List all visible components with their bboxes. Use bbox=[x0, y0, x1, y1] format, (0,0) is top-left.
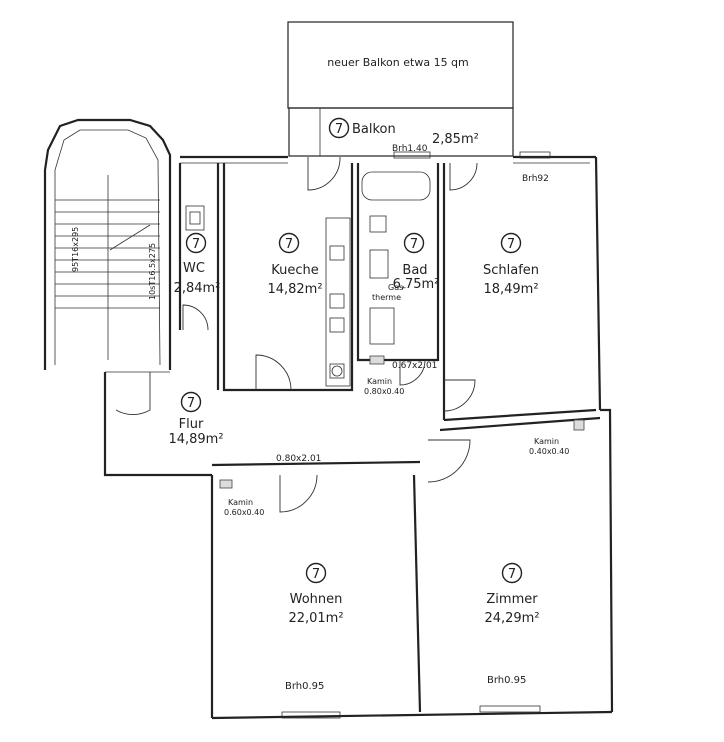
kamin-flur-label-2: 0.80x0.40 bbox=[364, 387, 404, 396]
staircase: 95T16x295 10sT16.5x275 bbox=[43, 118, 172, 370]
kamin-zimmer-label-1: Kamin bbox=[534, 437, 559, 446]
doors bbox=[115, 156, 478, 513]
room-name-balkon: Balkon bbox=[352, 122, 396, 137]
room-name-flur: Flur bbox=[179, 417, 204, 432]
marker-wc: 7 bbox=[192, 237, 200, 252]
marker-kueche: 7 bbox=[285, 237, 293, 252]
room-area-flur: 14,89m² bbox=[168, 432, 223, 447]
room-labels: Balkon 2,85m² WC 2,84m² Kueche 14,82m² B… bbox=[168, 122, 539, 626]
room-area-balkon: 2,85m² bbox=[432, 132, 479, 147]
stair-label-2: 10sT16.5x275 bbox=[148, 243, 157, 300]
brh-zimmer-label: Brh0.95 bbox=[487, 675, 526, 686]
marker-balkon: 7 bbox=[335, 122, 343, 137]
room-name-schlafen: Schlafen bbox=[483, 263, 539, 278]
brh-balkon-label: Brh1.40 bbox=[392, 144, 428, 154]
stair-label-1: 95T16x295 bbox=[71, 227, 80, 272]
kamin-zimmer-label-2: 0.40x0.40 bbox=[529, 447, 569, 456]
new-balcony-label: neuer Balkon etwa 15 qm bbox=[327, 56, 469, 69]
room-area-wc: 2,84m² bbox=[174, 281, 221, 296]
kamin-flur-label-1: Kamin bbox=[367, 377, 392, 386]
marker-flur: 7 bbox=[187, 396, 195, 411]
brh-schlafen-label: Brh92 bbox=[522, 174, 549, 184]
interior-walls bbox=[178, 163, 601, 713]
unit-markers: 7 7 7 7 7 7 7 7 bbox=[180, 117, 523, 584]
room-name-kueche: Kueche bbox=[271, 263, 319, 278]
kamin-wohnen-label-2: 0.60x0.40 bbox=[224, 508, 264, 517]
outer-walls bbox=[103, 155, 614, 720]
new-balcony: neuer Balkon etwa 15 qm bbox=[287, 21, 514, 157]
marker-zimmer: 7 bbox=[508, 567, 516, 582]
room-area-schlafen: 18,49m² bbox=[483, 282, 538, 297]
room-name-wohnen: Wohnen bbox=[290, 592, 343, 607]
door-wohnen-size: 0.80x2.01 bbox=[276, 454, 321, 464]
kamin-wohnen-label-1: Kamin bbox=[228, 498, 253, 507]
fixtures bbox=[185, 171, 585, 489]
room-name-bad: Bad bbox=[402, 263, 427, 278]
gastherme-label-1: Gas- bbox=[388, 283, 406, 292]
room-area-bad: 6,75m² bbox=[393, 277, 440, 292]
room-area-zimmer: 24,29m² bbox=[484, 611, 539, 626]
room-name-zimmer: Zimmer bbox=[486, 592, 538, 607]
gastherme-label-2: therme bbox=[372, 293, 401, 302]
room-area-kueche: 14,82m² bbox=[267, 282, 322, 297]
room-name-wc: WC bbox=[183, 261, 205, 276]
marker-wohnen: 7 bbox=[312, 567, 320, 582]
marker-schlafen: 7 bbox=[507, 237, 515, 252]
door-bad-size: 0.67x2.01 bbox=[392, 361, 437, 371]
windows bbox=[281, 151, 551, 719]
room-area-wohnen: 22,01m² bbox=[288, 611, 343, 626]
brh-wohnen-label: Brh0.95 bbox=[285, 681, 324, 692]
marker-bad: 7 bbox=[410, 237, 418, 252]
annotations: Brh1.40 Brh92 Gas- therme 0.67x2.01 Kami… bbox=[224, 144, 569, 692]
